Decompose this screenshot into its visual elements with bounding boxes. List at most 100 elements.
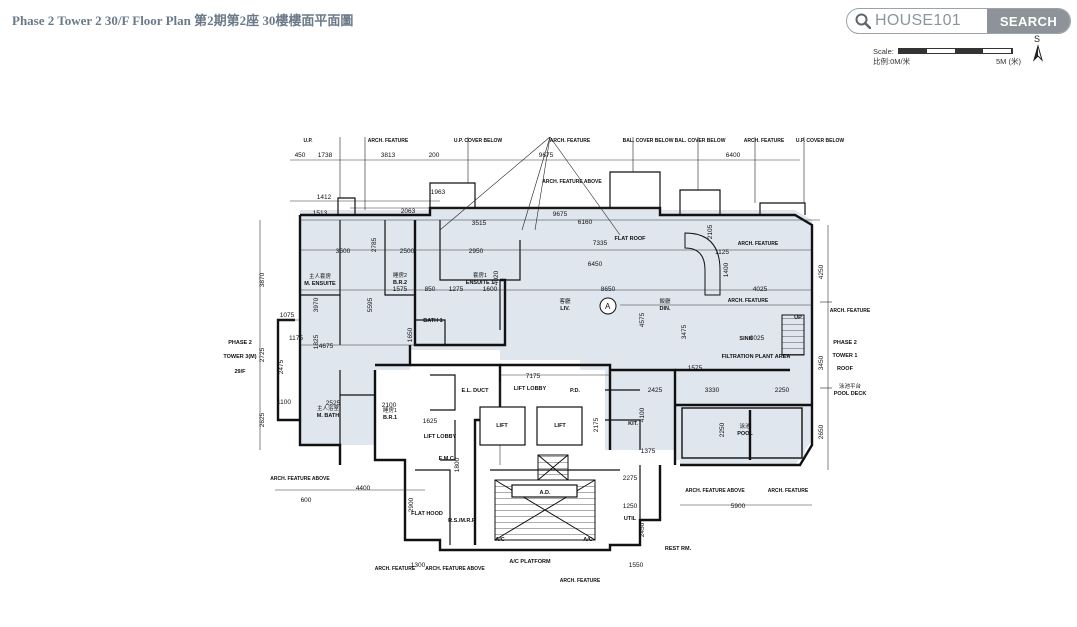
lift-lobby: LIFT LOBBY [514,386,547,392]
scale-zero: 比例:0M/米 [873,57,911,66]
flat-hood: FLAT HOOD [411,511,443,517]
room-kitchen: KIT. [628,421,638,427]
room-dining-cn: 飯廳 [659,297,671,305]
scale-bar: Scale: 比例:0M/米 5M (米) [873,46,1048,66]
dimension-labels: 450 1738 3813 200 9675 6400 1963 1412 20… [277,152,790,569]
dim-label: 1800 [454,457,461,472]
feature-arch-2: ARCH. FEATURE [550,138,591,144]
dim-label: 2625 [259,412,266,427]
dim-label: 3500 [336,248,351,255]
room-ensuite1: ENSUITE 1 [466,280,494,286]
feature-up-cover: U.P. COVER BELOW [454,138,503,144]
dim-label: 200 [429,152,440,159]
room-ensuite1-cn: 套房1 [473,271,487,279]
dim-label: 1250 [623,503,638,510]
dim-label: 1963 [431,189,446,196]
feature-up-cover-2: U.P. COVER BELOW [796,138,845,144]
dim-label: 1825 [313,334,320,349]
lift-boxes [479,406,583,498]
scale-graphic [898,48,1013,54]
right-floor: ROOF [837,366,854,372]
dim-label: 9675 [539,152,554,159]
lift-lobby-2: LIFT LOBBY [424,434,457,440]
dim-label: 1650 [407,327,414,342]
balcony-outlines [337,171,806,215]
search-button[interactable]: SEARCH [987,9,1070,33]
dim-label: 3475 [681,324,688,339]
dim-label: 2500 [400,248,415,255]
feature-bal-cover-2: BAL. COVER BELOW [675,138,726,144]
north-arrow: S [1031,34,1045,62]
dim-label: 450 [295,152,306,159]
neighbour-labels: PHASE 2 TOWER 3(M) 29/F PHASE 2 TOWER 1 … [223,340,857,375]
feature-arch-bottom-1: ARCH. FEATURE [375,566,416,572]
emc: E.M.C. [439,456,456,462]
dim-label: 5900 [731,503,746,510]
room-bath1: BATH 1 [423,318,442,324]
dim-label: 2725 [259,347,266,362]
dim-label: 2650 [818,424,825,439]
dim-label: 2475 [278,359,285,374]
filtration-plant: FILTRATION PLANT AREA [722,354,791,360]
feature-arch-above-2: ARCH. FEATURE ABOVE [270,476,330,482]
floor-shading [300,210,812,465]
dim-label: 8650 [601,286,616,293]
feature-up: U.P. [303,138,313,144]
feature-arch-above: ARCH. FEATURE ABOVE [542,179,602,185]
rs-mrr: R.S./M.R.R [448,518,476,524]
dim-label: 6400 [726,152,741,159]
utility-room: UTIL [624,516,637,522]
feature-arch-bottom-3: ARCH. FEATURE [768,488,809,494]
floor-plan: A 客廳 LIV. 飯廳 DIN. 主人套房 M. ENSUITE 睡房2 B.… [223,136,871,584]
dim-label: 7335 [593,240,608,247]
ac-2: A/C [583,537,593,543]
scale-end: 5M (米) [996,57,1021,66]
dim-label: 1575 [393,286,408,293]
lift-2: LIFT [554,423,566,429]
dim-label: 3025 [750,335,765,342]
search-icon [855,13,871,29]
sink: SINK [739,336,752,342]
dim-label: 6450 [588,261,603,268]
dimension-lines [259,159,829,506]
dim-label: 2900 [408,497,415,512]
room-br1: B.R.1 [383,415,397,421]
dim-label: 4100 [639,407,646,422]
north-arrow-label: S [1034,34,1041,44]
room-master-ensuite-cn: 主人套房 [309,272,332,280]
search-input[interactable]: HOUSE101 [875,12,961,29]
dim-label: 5595 [367,297,374,312]
dim-label: 4020 [493,270,500,285]
dim-label: 3515 [472,220,487,227]
right-phase: PHASE 2 [833,340,857,346]
dim-label: 7175 [526,373,541,380]
room-labels: 客廳 LIV. 飯廳 DIN. 主人套房 M. ENSUITE 睡房2 B.R.… [304,236,866,565]
vertical-dimension-labels: 3870 3970 5595 2725 2625 2900 1800 4100 … [259,224,825,537]
left-phase: PHASE 2 [228,340,252,346]
dim-label: 3970 [313,297,320,312]
dim-label: 1125 [715,249,729,256]
dim-label: 1600 [483,286,498,293]
dim-label: 1175 [289,335,303,342]
dim-label: 2100 [382,402,397,409]
room-living-cn: 客廳 [559,297,571,305]
feature-arch-bottom-2: ARCH. FEATURE [560,578,601,584]
room-mbath-cn: 主人浴室 [317,404,340,412]
dim-label: 850 [425,286,436,293]
north-arrow-icon [1032,44,1044,62]
feature-annotations: U.P. ARCH. FEATURE U.P. COVER BELOW ARCH… [270,138,871,584]
feature-arch-1: ARCH. FEATURE [368,138,409,144]
pool-deck-cn: 泳池平台 [839,382,862,390]
dim-label: 1100 [277,399,291,406]
dim-label: 1075 [280,312,295,319]
dim-label: 6160 [578,219,593,226]
dim-label: 1550 [629,562,644,569]
rest-room: REST RM. [665,546,692,552]
curved-stair [684,232,721,296]
left-floor: 29/F [234,369,246,375]
room-br1-cn: 睡房1 [383,406,397,414]
dim-label: 2063 [401,208,416,215]
feature-arch-right-2: ARCH. FEATURE [830,308,871,314]
search-bar[interactable]: HOUSE101 SEARCH [846,8,1071,34]
dim-label: 2275 [623,475,638,482]
